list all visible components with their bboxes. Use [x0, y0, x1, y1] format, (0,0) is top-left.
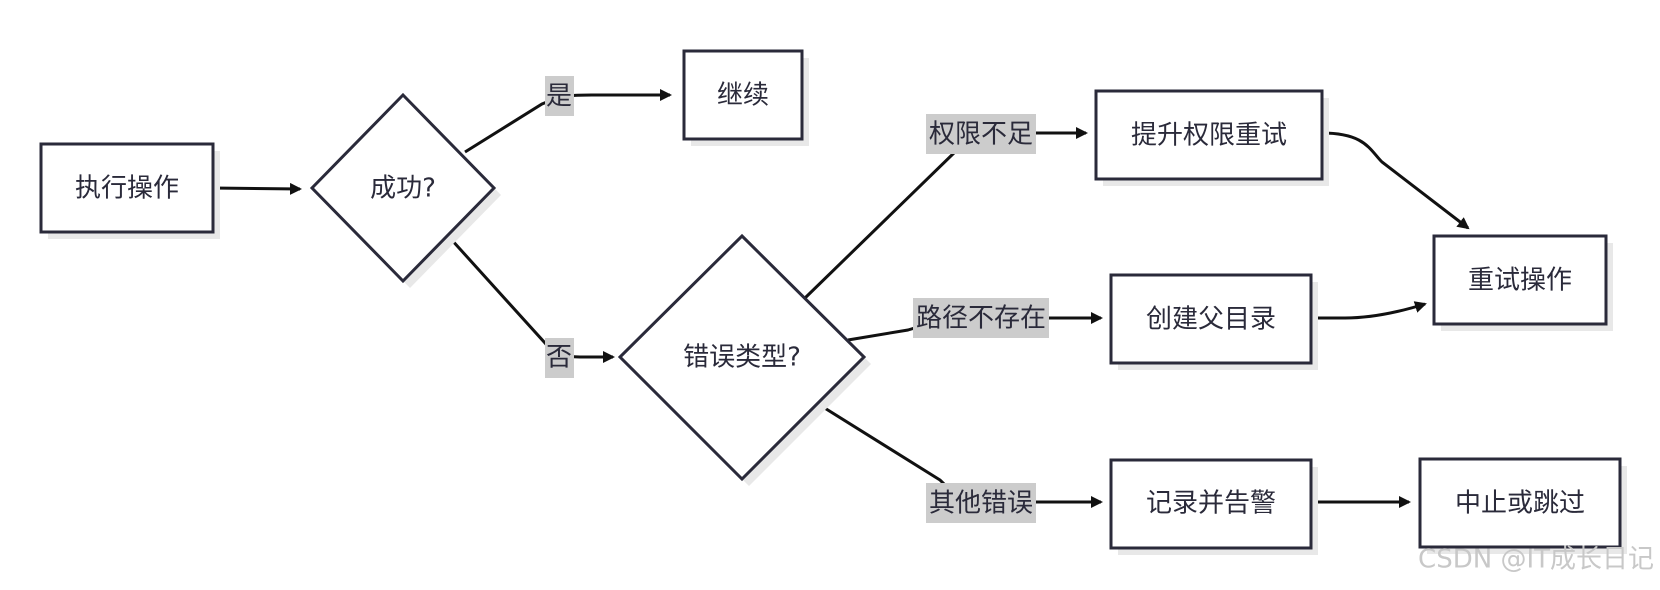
edge-error-permission — [803, 127, 1088, 300]
node-log-alert: 记录并告警 — [1109, 458, 1318, 555]
edge-label-no: 否 — [545, 338, 574, 378]
node-continue: 继续 — [682, 49, 809, 146]
node-continue-label: 继续 — [717, 81, 769, 111]
edge-create-to-retry — [1310, 301, 1427, 320]
node-abort-skip: 中止或跳过 — [1418, 457, 1627, 554]
node-elevate-retry-label: 提升权限重试 — [1131, 121, 1287, 151]
edge-execute-to-success — [211, 182, 302, 195]
edge-elevate-to-retry — [1321, 131, 1470, 230]
edge-success-no — [448, 236, 615, 363]
node-error-type: 错误类型? — [617, 233, 871, 486]
edge-label-path-missing-text: 路径不存在 — [916, 304, 1046, 334]
edge-label-yes: 是 — [545, 76, 574, 116]
node-log-alert-label: 记录并告警 — [1146, 489, 1276, 519]
node-success-check: 成功? — [309, 92, 501, 288]
node-success-check-label: 成功? — [370, 174, 436, 204]
edge-label-no-text: 否 — [546, 343, 572, 373]
watermark-text: CSDN @IT成长日记 — [1418, 545, 1654, 575]
node-create-parent: 创建父目录 — [1109, 273, 1318, 370]
edge-label-permission: 权限不足 — [926, 114, 1036, 154]
node-retry-op: 重试操作 — [1432, 234, 1613, 331]
node-error-type-label: 错误类型? — [683, 343, 801, 373]
edge-label-path-missing: 路径不存在 — [913, 298, 1049, 338]
node-execute: 执行操作 — [39, 142, 220, 239]
edge-label-yes-text: 是 — [546, 82, 572, 112]
nodes: 执行操作 成功? 继续 错误类型? 提升权限重试 — [39, 49, 1627, 555]
edge-label-permission-text: 权限不足 — [929, 120, 1033, 150]
node-retry-op-label: 重试操作 — [1468, 266, 1572, 296]
node-create-parent-label: 创建父目录 — [1146, 305, 1276, 335]
edge-label-other-text: 其他错误 — [929, 489, 1033, 519]
node-execute-label: 执行操作 — [75, 174, 179, 204]
edge-labels: 是 否 权限不足 路径不存在 其他错误 — [545, 76, 1049, 523]
node-abort-skip-label: 中止或跳过 — [1455, 489, 1585, 519]
node-elevate-retry: 提升权限重试 — [1094, 89, 1329, 186]
edge-label-other: 其他错误 — [926, 483, 1036, 523]
